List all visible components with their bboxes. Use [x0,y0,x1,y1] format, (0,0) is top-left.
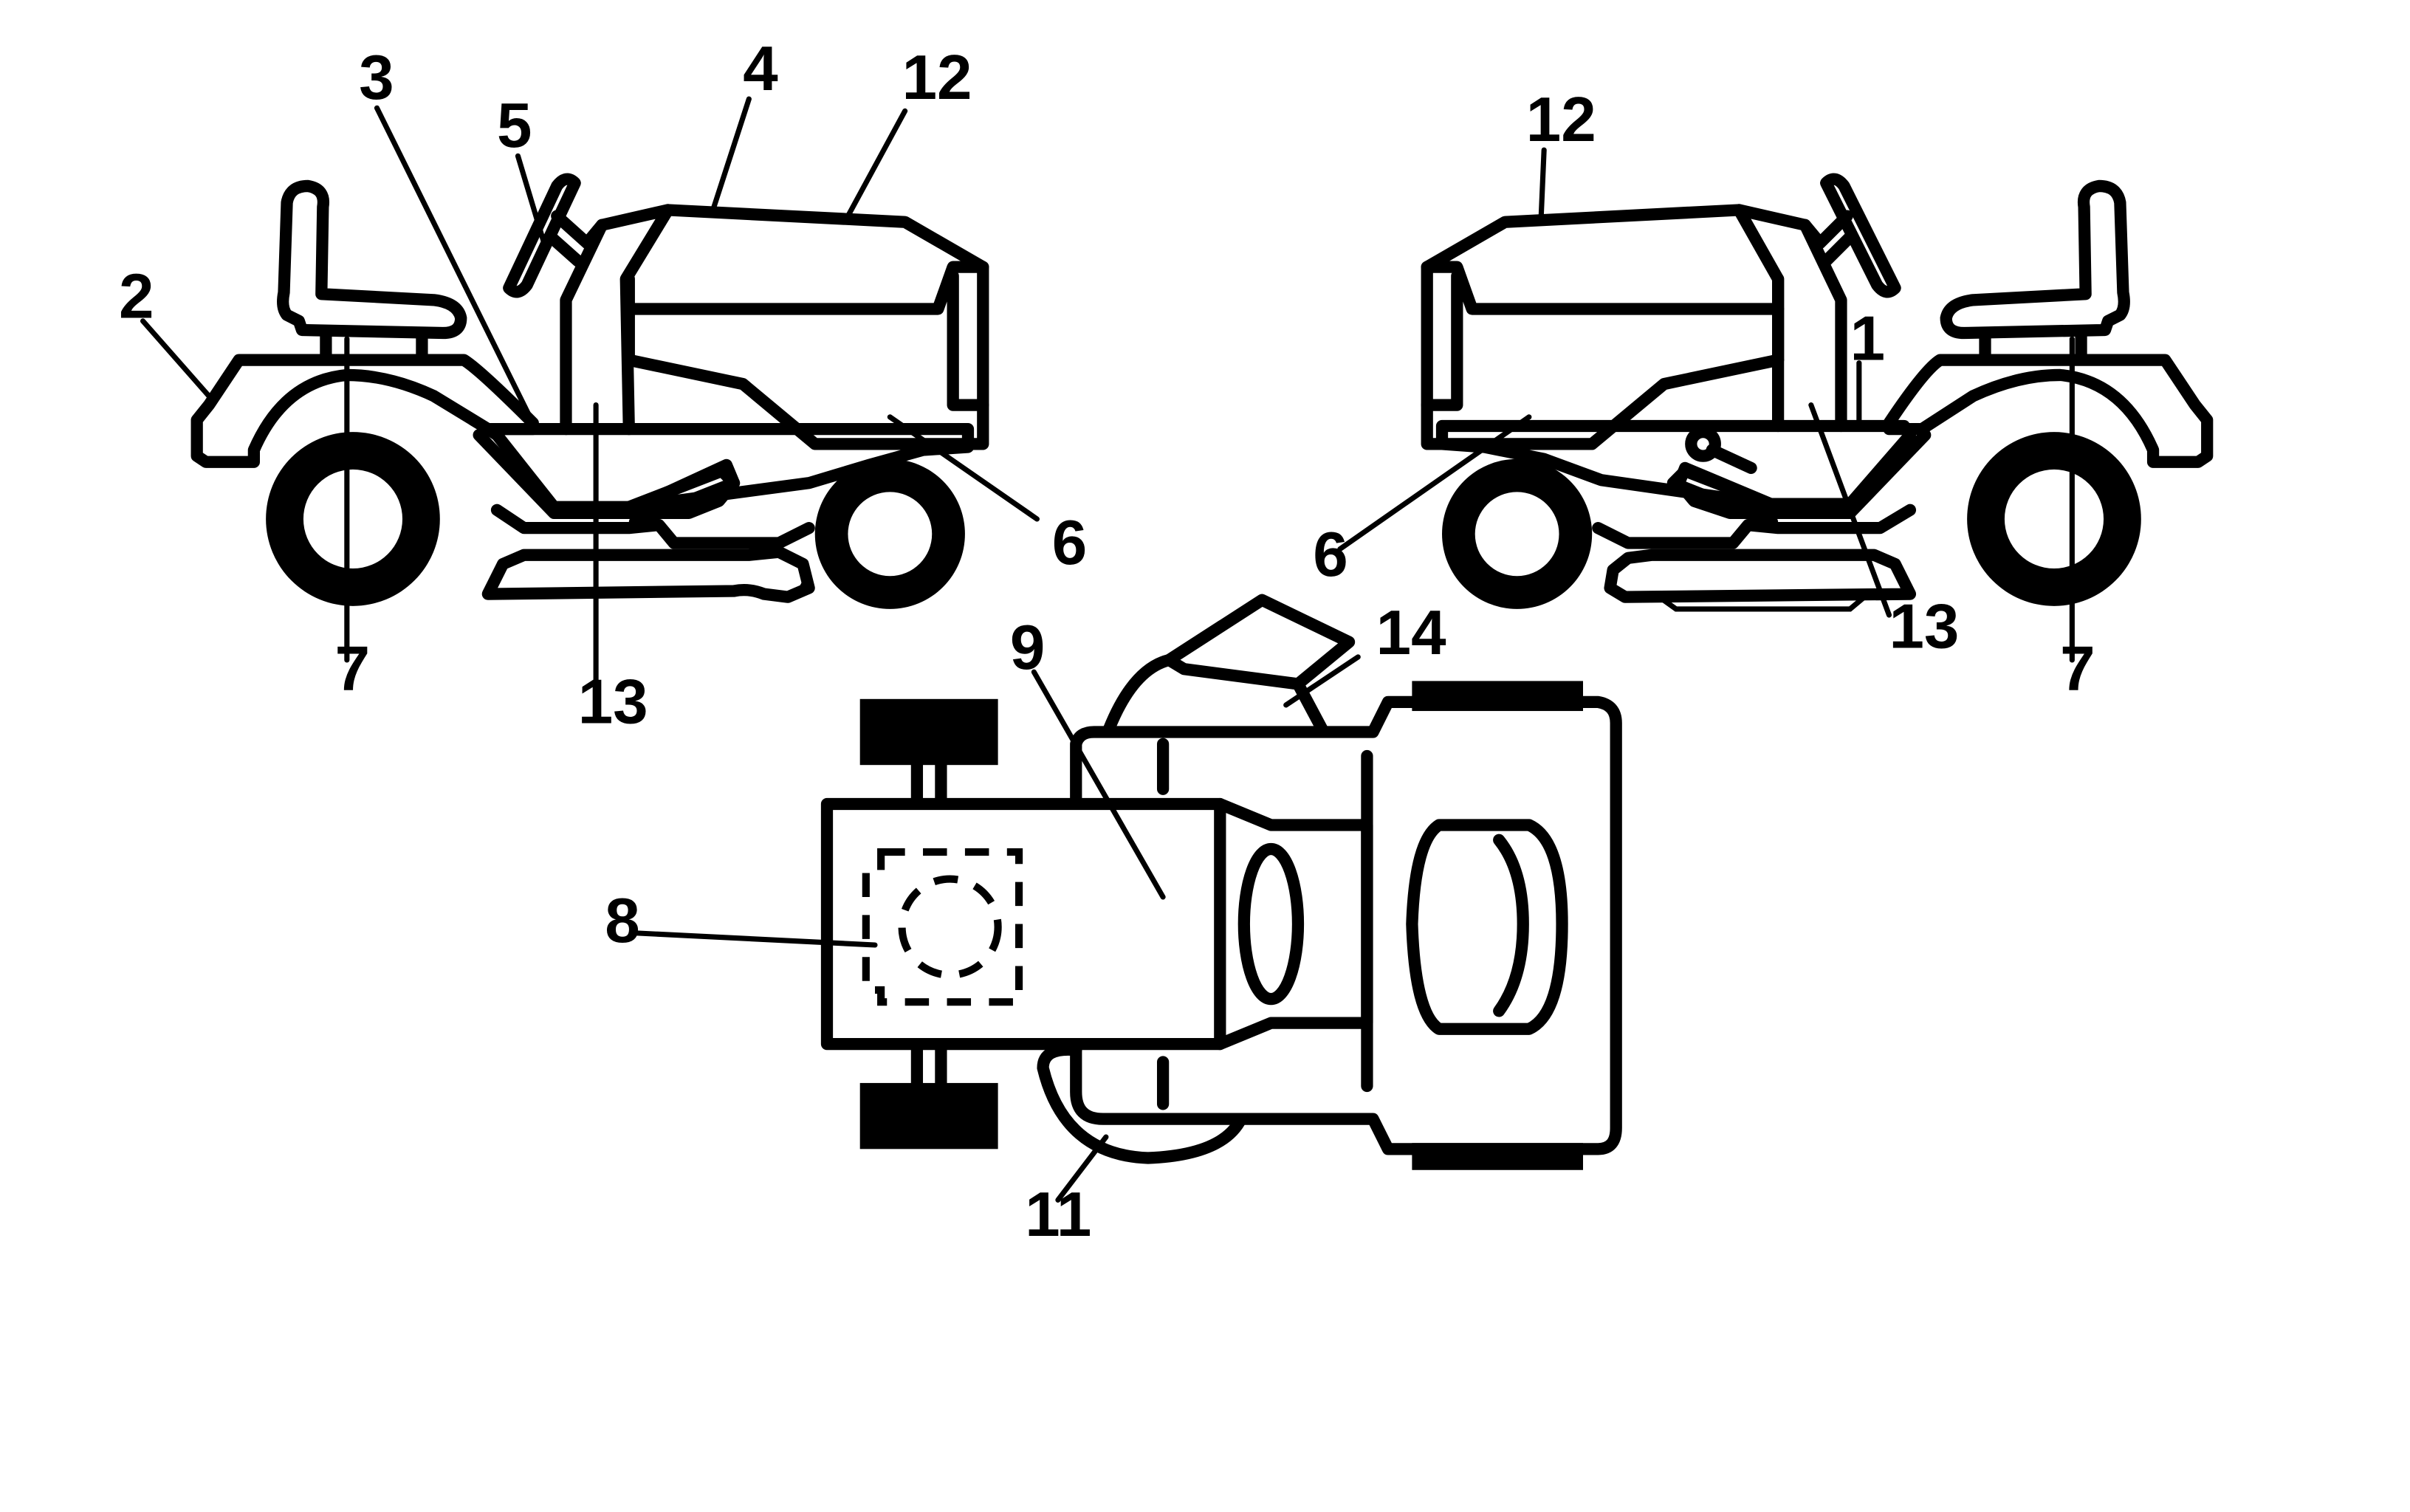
leader-12-left [845,108,908,219]
deck-chute [746,550,809,600]
front-axle [910,759,947,1090]
callout-7-left: 7 [335,634,370,704]
frame [1435,419,1917,510]
steering-wheel [1820,173,1901,298]
front-wheel-top [859,698,998,766]
hood-side [1421,261,1785,315]
leader-14 [1283,654,1361,708]
pedal [1666,464,1785,529]
callout-7-right: 7 [2060,634,2095,704]
grille [1421,269,1463,411]
callout-3: 3 [359,43,394,113]
lower-frame [490,504,815,549]
leader-8 [632,930,878,948]
leader-6-right [1337,414,1532,552]
lift-lever [1706,444,1757,475]
pedal [622,464,741,529]
front-rim [848,492,933,577]
steering-column [551,210,608,250]
callout-1: 1 [1850,304,1885,374]
discharge-chute [1102,594,1356,735]
decal-outline-square [862,848,1023,1006]
seat-back [277,179,467,340]
footrest [473,429,741,519]
callout-9: 9 [1010,613,1045,683]
steering-wheel-top [1237,842,1305,1006]
lift-lever-knob [1685,426,1721,462]
leader-13-right [1808,402,1892,618]
leader-9 [1031,669,1166,900]
rear-rim [2004,469,2104,569]
callout-14: 14 [1376,598,1446,668]
callout-13-right: 13 [1889,592,1959,662]
steering-wheel [503,173,581,298]
rear-fender [1883,354,2214,468]
steering-shaft [545,230,584,267]
seat-back-top [1493,834,1529,1017]
callout-6-left: 6 [1052,508,1087,578]
leader-2 [140,318,212,399]
callout-11: 11 [1025,1180,1091,1250]
callout-12-right: 12 [1526,85,1596,155]
decal-outline-circle [898,875,1002,979]
deck-blade-curve [1037,1043,1247,1164]
mower-deck [1604,549,1917,603]
callout-13-left: 13 [578,667,648,737]
hood-side [622,261,989,315]
mower-deck [481,546,815,603]
seat-post [1979,326,2087,363]
steering-shaft [1820,230,1856,267]
callout-6-right: 6 [1313,520,1348,590]
grille [947,269,989,411]
leader-5 [515,153,548,249]
leader-6-left [887,414,1040,522]
seat-post [320,326,428,363]
rear-fender [190,354,539,468]
tractor-left-side-view [190,173,989,609]
leader-3 [374,105,533,420]
front-wheel-bottom [859,1082,998,1150]
callout-2: 2 [119,262,154,332]
callout-5: 5 [497,91,532,161]
hood-top [1421,204,1785,450]
leader-12-right [1538,147,1547,222]
seat-top [1406,819,1568,1035]
leader-11 [1055,1134,1109,1203]
hood-top-view [820,797,1226,1051]
deck-discharge [1652,591,1871,612]
chute-panel [1163,653,1305,690]
hood-top [622,204,989,450]
mower-deck-outline [1070,695,1622,1155]
steering-column [1799,210,1853,250]
tractor-top-view [820,594,1622,1170]
callout-4: 4 [743,34,777,104]
callout-8: 8 [605,886,639,956]
leader-4 [710,96,752,213]
rear-rim [303,469,403,569]
front-rim [1475,492,1559,577]
seat-back [1940,179,2130,340]
callout-12-left: 12 [902,43,972,113]
lower-frame [1592,504,1917,549]
tractor-right-side-view [1421,173,2214,612]
callout-labels: 2 3 4 12 5 7 13 6 12 1 6 13 7 9 14 8 11 [119,34,2095,1250]
leader-lines [140,96,2075,1203]
